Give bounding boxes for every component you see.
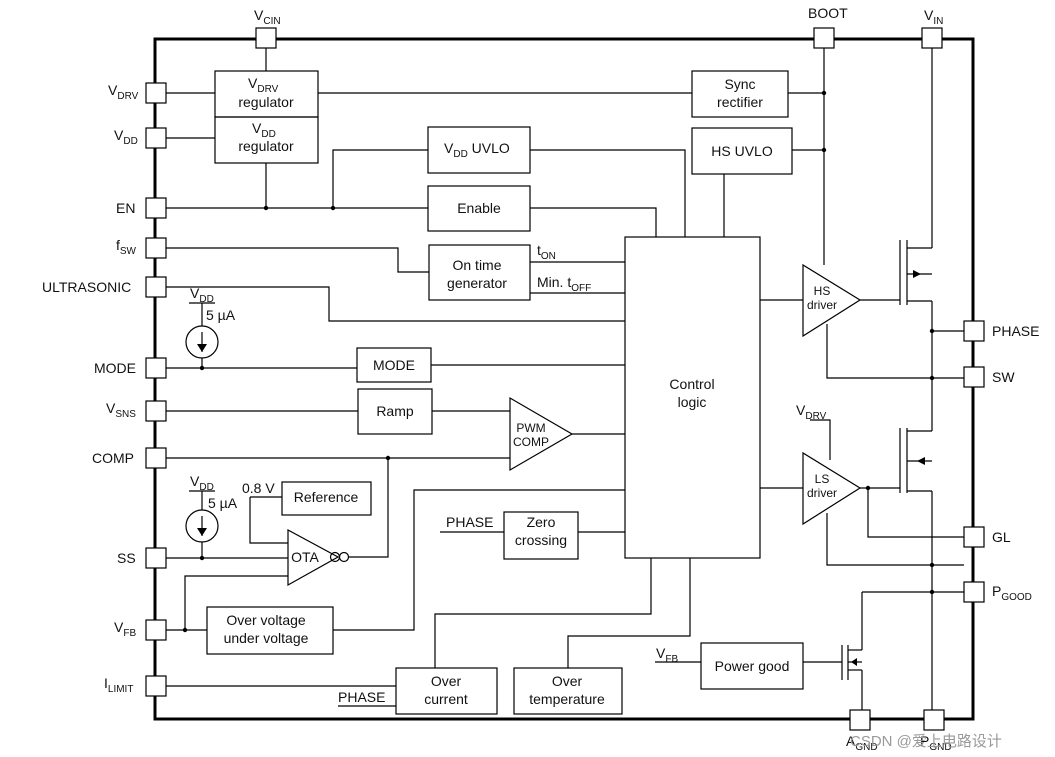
hs-driver-label-2: driver	[807, 298, 837, 312]
label-agnd: AGND	[846, 733, 878, 753]
power-good-label: Power good	[715, 658, 790, 674]
hs-driver-label-1: HS	[814, 284, 831, 298]
label-pgnd: PGND	[920, 733, 952, 753]
pin-pgood	[963, 581, 985, 603]
phase-oc-label: PHASE	[338, 689, 385, 705]
pin-pgnd	[923, 709, 945, 731]
over-current-label-2: current	[424, 691, 468, 707]
ov-uv-label-2: under voltage	[224, 630, 309, 646]
vdd-regulator-label: regulator	[238, 138, 294, 154]
pwm-label-1: PWM	[516, 421, 545, 435]
ota-label: OTA	[291, 549, 319, 565]
pin-ilimit	[145, 675, 167, 697]
control-logic-label-1: Control	[669, 376, 714, 392]
block-over-current	[395, 667, 498, 715]
pin-boot	[813, 27, 835, 49]
vfb-pg-label: VFB	[656, 645, 678, 665]
label-mode: MODE	[94, 360, 136, 376]
pin-fsw	[145, 237, 167, 259]
label-vcin: VCIN	[254, 7, 281, 27]
label-ss: SS	[117, 550, 136, 566]
label-gl: GL	[992, 529, 1011, 545]
label-vsns: VSNS	[106, 400, 136, 420]
label-sw: SW	[992, 369, 1015, 385]
pin-ss	[145, 547, 167, 569]
pin-vin	[921, 27, 943, 49]
phase-zc-label: PHASE	[446, 514, 493, 530]
label-boot: BOOT	[808, 5, 848, 21]
pin-ultrasonic	[145, 276, 167, 298]
vdd-uvlo-label: VDD UVLO	[444, 140, 510, 160]
pin-vsns	[145, 400, 167, 422]
ls-driver-label-1: LS	[815, 472, 830, 486]
ov-uv-label-1: Over voltage	[226, 612, 306, 628]
label-en: EN	[116, 200, 135, 216]
mintoff-label: Min. tOFF	[537, 274, 591, 294]
block-hs-uvlo	[691, 127, 793, 175]
block-power-good	[700, 642, 804, 690]
sync-rectifier-label-1: Sync	[724, 76, 755, 92]
mode-block-label: MODE	[373, 357, 415, 373]
pin-en	[145, 197, 167, 219]
pin-vdrv	[145, 82, 167, 104]
pin-phase	[963, 320, 985, 342]
vdd-regulator-title: VDD	[252, 120, 276, 140]
pin-vfb	[145, 619, 167, 641]
vdrv-regulator-label: regulator	[238, 94, 294, 110]
pin-agnd	[849, 709, 871, 731]
label-phase: PHASE	[992, 323, 1039, 339]
block-control-logic	[624, 236, 761, 559]
block-zero-crossing	[503, 511, 579, 560]
ls-driver-label-2: driver	[807, 486, 837, 500]
pin-comp	[145, 447, 167, 469]
label-vdd: VDD	[114, 127, 138, 147]
pin-gl	[963, 526, 985, 548]
reference-label: Reference	[294, 489, 359, 505]
pin-sw	[963, 366, 985, 388]
vdrv-regulator-title: VDRV	[248, 75, 279, 95]
pwm-comparator	[509, 396, 574, 472]
pin-vcin	[255, 27, 277, 49]
over-current-label-1: Over	[431, 673, 462, 689]
label-ilimit: ILIMIT	[104, 675, 133, 695]
pwm-label-2: COMP	[513, 435, 549, 449]
label-fsw: fSW	[116, 237, 137, 257]
ton-label: tON	[537, 242, 556, 262]
label-vin: VIN	[924, 7, 943, 27]
label-ultrasonic: ULTRASONIC	[42, 279, 131, 295]
current1-label: 5 µA	[206, 307, 236, 323]
pin-vdd	[145, 127, 167, 149]
label-vfb: VFB	[114, 619, 136, 639]
pin-mode	[145, 357, 167, 379]
ref-voltage-label: 0.8 V	[242, 480, 275, 496]
on-time-label-2: generator	[447, 275, 507, 291]
current2-label: 5 µA	[208, 495, 238, 511]
vdd-source1-label: VDD	[190, 285, 214, 305]
sync-rectifier-label-2: rectifier	[717, 94, 763, 110]
watermark: CSDN @爱上电路设计	[850, 733, 1002, 750]
enable-label: Enable	[457, 200, 501, 216]
on-time-label-1: On time	[452, 257, 501, 273]
vdd-source2-label: VDD	[190, 473, 214, 493]
label-vdrv: VDRV	[108, 82, 139, 102]
label-pgood: PGOOD	[992, 583, 1032, 603]
ramp-label: Ramp	[376, 403, 414, 419]
over-temp-label-1: Over	[552, 673, 583, 689]
label-comp: COMP	[92, 450, 134, 466]
block-sync-rectifier	[691, 70, 789, 118]
zero-crossing-label-2: crossing	[515, 532, 567, 548]
control-logic-label-2: logic	[678, 394, 707, 410]
over-temp-label-2: temperature	[529, 691, 605, 707]
block-reference	[281, 481, 372, 516]
zero-crossing-label-1: Zero	[527, 514, 556, 530]
vdrv-ls-label: VDRV	[796, 402, 827, 422]
hs-uvlo-label: HS UVLO	[711, 143, 773, 159]
